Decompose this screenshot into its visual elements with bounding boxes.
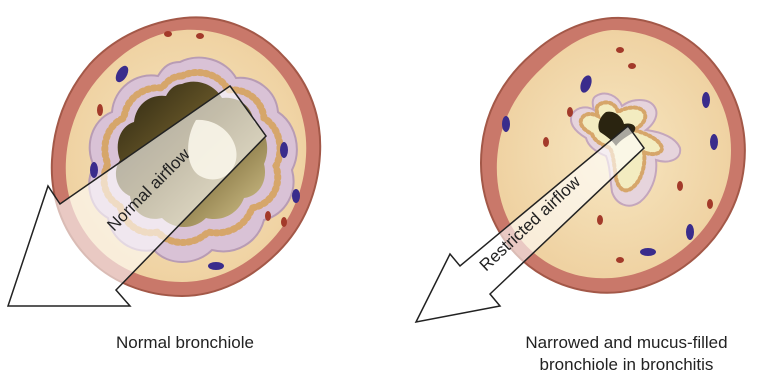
red-cell xyxy=(567,107,573,117)
blue-cell xyxy=(280,142,288,158)
red-cell xyxy=(616,257,624,263)
narrowed-bronchiole-caption: Narrowed and mucus-filled bronchiole in … xyxy=(490,332,763,376)
red-cell xyxy=(265,211,271,221)
normal-bronchiole-caption: Normal bronchiole xyxy=(60,332,310,354)
narrowed-caption-line-1: Narrowed and mucus-filled xyxy=(490,332,763,354)
blue-cell xyxy=(702,92,710,108)
narrowed-caption-line-2: bronchiole in bronchitis xyxy=(490,354,763,376)
red-cell xyxy=(196,33,204,39)
blue-cell xyxy=(710,134,718,150)
blue-cell xyxy=(640,248,656,256)
red-cell xyxy=(707,199,713,209)
blue-cell xyxy=(292,189,300,203)
red-cell xyxy=(616,47,624,53)
red-cell xyxy=(97,104,103,116)
red-cell xyxy=(281,217,287,227)
blue-cell xyxy=(502,116,510,132)
blue-cell xyxy=(208,262,224,270)
blue-cell xyxy=(90,162,98,178)
red-cell xyxy=(164,31,172,37)
red-cell xyxy=(677,181,683,191)
blue-cell xyxy=(686,224,694,240)
red-cell xyxy=(543,137,549,147)
narrowed-bronchiole: Restricted airflow xyxy=(416,18,745,322)
red-cell xyxy=(597,215,603,225)
red-cell xyxy=(628,63,636,69)
normal-bronchiole: Normal airflow xyxy=(8,17,320,306)
